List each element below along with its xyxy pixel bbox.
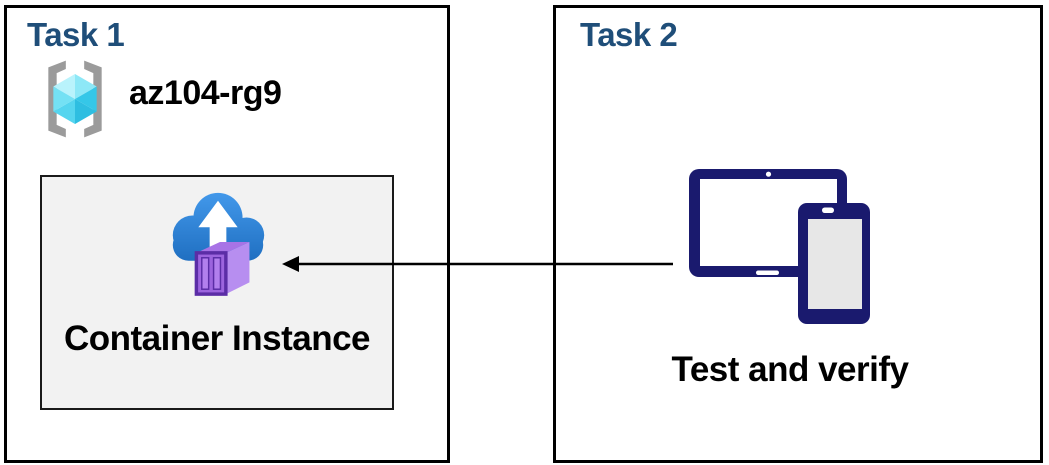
task1-title: Task 1 — [27, 16, 125, 53]
task2-box: Task 2 Test and verify — [553, 5, 1043, 463]
cube-face — [53, 74, 75, 99]
test-and-verify-label: Test and verify — [671, 350, 909, 389]
resource-group-icon — [48, 60, 102, 138]
left-bracket — [48, 60, 66, 138]
task2-title: Task 2 — [580, 16, 678, 53]
phone-icon — [798, 203, 870, 324]
resource-group-name: az104-rg9 — [129, 74, 282, 112]
cube-face — [53, 86, 75, 112]
right-bracket — [84, 60, 102, 138]
cube-face — [53, 99, 75, 124]
container-box-3d — [194, 242, 250, 296]
cube-face — [75, 86, 97, 112]
container-instance-box: Container Instance — [40, 175, 394, 410]
devices-icon — [689, 169, 870, 324]
cube-face — [75, 74, 97, 99]
upload-arrow-icon — [198, 200, 238, 251]
cube-face — [75, 99, 97, 124]
task1-box: Task 1 az104-rg9 — [4, 5, 450, 463]
container-instance-label: Container Instance — [63, 319, 371, 358]
container-instance-icon — [172, 192, 265, 296]
